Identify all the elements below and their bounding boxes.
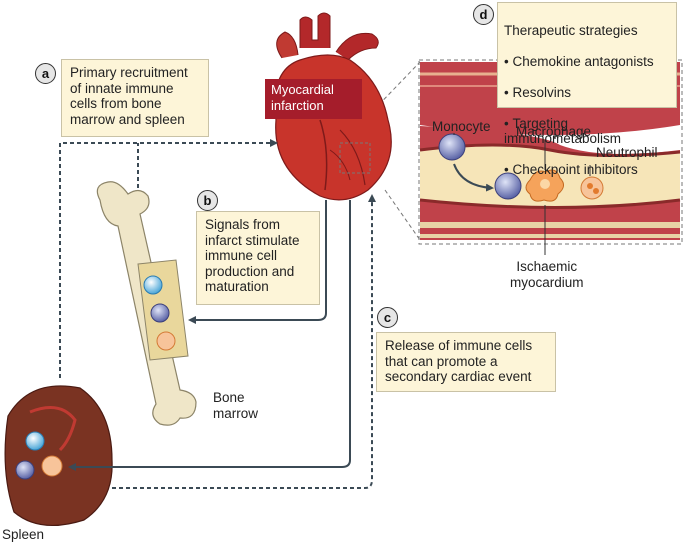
panel-c-note: Release of immune cells that can promote… [376, 332, 556, 392]
panel-c-badge: c [377, 307, 398, 328]
panel-d-note: Therapeutic strategies Chemokine antagon… [497, 2, 677, 177]
macrophage-label: Macrophage [516, 124, 592, 139]
bone-illustration [96, 181, 197, 426]
neutrophil-label: Neutrophil [596, 145, 658, 160]
strategy-item: Checkpoint inhibitors [504, 162, 670, 178]
panel-a-note: Primary recruitment of innate immune cel… [61, 59, 209, 137]
panel-b-note: Signals from infarct stimulate immune ce… [196, 211, 320, 305]
spleen-illustration [4, 385, 113, 526]
panel-d-badge: d [473, 4, 494, 25]
ischaemic-myocardium-label: Ischaemic myocardium [510, 259, 584, 290]
bone-marrow-label: Bone marrow [213, 390, 259, 421]
monocyte-label: Monocyte [432, 119, 491, 134]
strategy-item: Chemokine antagonists [504, 54, 670, 70]
panel-d-title: Therapeutic strategies [504, 22, 638, 38]
strategy-item: Resolvins [504, 85, 670, 101]
flow-arrows [59, 139, 376, 489]
panel-b-badge: b [197, 190, 218, 211]
strategy-item: Targeting immunometabolism [504, 116, 670, 147]
panel-a-badge: a [35, 63, 56, 84]
myocardial-infarction-label: Myocardial infarction [265, 79, 362, 119]
spleen-label: Spleen [2, 527, 45, 542]
